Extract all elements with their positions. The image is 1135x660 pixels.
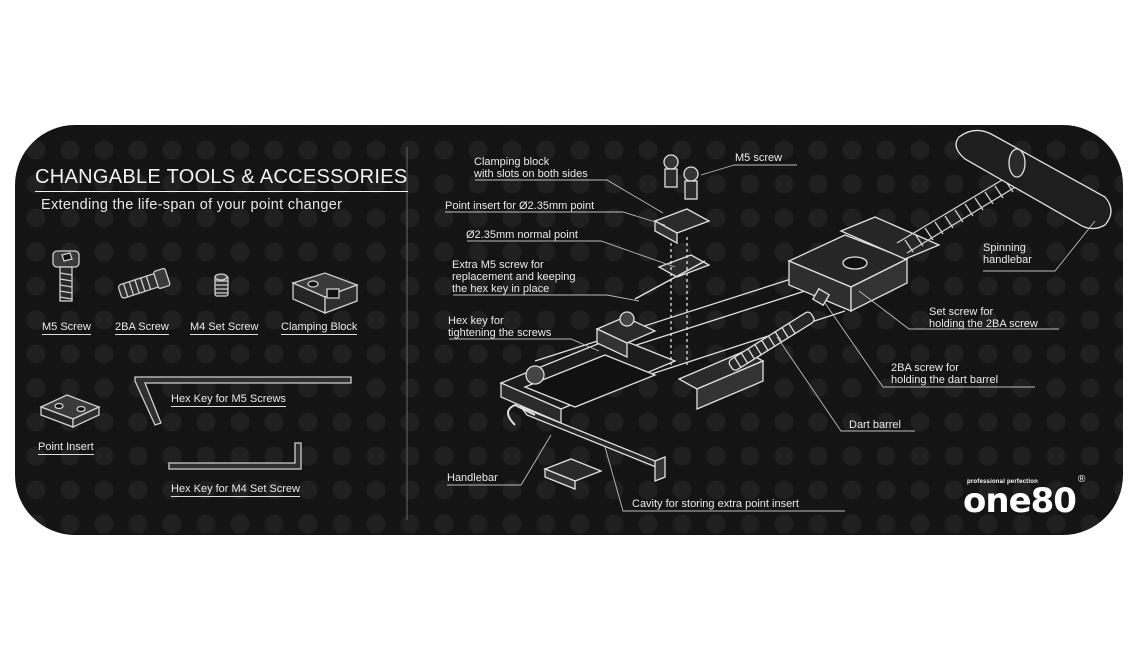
- hex-key-m4-drawing: [168, 442, 302, 470]
- label-hex-key-m5: Hex Key for M5 Screws: [171, 393, 286, 407]
- point-changer-diagram: [499, 129, 1112, 490]
- callout-set-screw: Set screw for holding the 2BA screw: [929, 306, 1038, 330]
- callout-extra-m5-screw: Extra M5 screw for replacement and keepi…: [452, 259, 576, 295]
- m4-set-screw-drawing: [214, 273, 229, 297]
- callout-dart-barrel: Dart barrel: [849, 419, 901, 431]
- point-insert-drawing: [39, 394, 101, 429]
- callout-normal-point: Ø2.35mm normal point: [466, 229, 578, 241]
- registered-mark: ®: [1078, 474, 1086, 485]
- label-clamping-block: Clamping Block: [281, 321, 358, 335]
- 2ba-screw-drawing: [117, 267, 171, 299]
- brand-tagline: professional perfection: [967, 479, 1038, 485]
- m5-screw-drawing: [52, 250, 80, 302]
- label-hex-key-m4: Hex Key for M4 Set Screw: [171, 483, 300, 497]
- section-title: CHANGABLE TOOLS & ACCESSORIES: [35, 166, 408, 192]
- label-m4-set-screw: M4 Set Screw: [190, 321, 259, 335]
- brand-logo: one80: [963, 481, 1077, 521]
- callout-point-insert: Point insert for Ø2.35mm point: [445, 200, 595, 212]
- callout-clamping-block: Clamping block with slots on both sides: [474, 156, 588, 180]
- line-drawings: [39, 129, 1112, 520]
- hex-key-m5-drawing: [134, 376, 352, 426]
- callout-m5-screw: M5 screw: [735, 152, 783, 164]
- callout-2ba-screw: 2BA screw for holding the dart barrel: [891, 362, 999, 386]
- section-subtitle: Extending the life-span of your point ch…: [41, 197, 343, 213]
- leader-lines: [445, 164, 1096, 512]
- label-2ba-screw: 2BA Screw: [115, 321, 169, 335]
- callout-spinning-handlebar: Spinning handlebar: [983, 242, 1032, 266]
- callout-handlebar: Handlebar: [447, 472, 498, 484]
- clamping-block-drawing: [291, 272, 359, 314]
- callout-cavity: Cavity for storing extra point insert: [632, 498, 799, 510]
- callout-hex-key: Hex key for tightening the screws: [448, 315, 552, 339]
- mouse-mat: CHANGABLE TOOLS & ACCESSORIES Extending …: [15, 125, 1123, 535]
- label-m5-screw: M5 Screw: [42, 321, 91, 335]
- label-point-insert: Point Insert: [38, 441, 94, 455]
